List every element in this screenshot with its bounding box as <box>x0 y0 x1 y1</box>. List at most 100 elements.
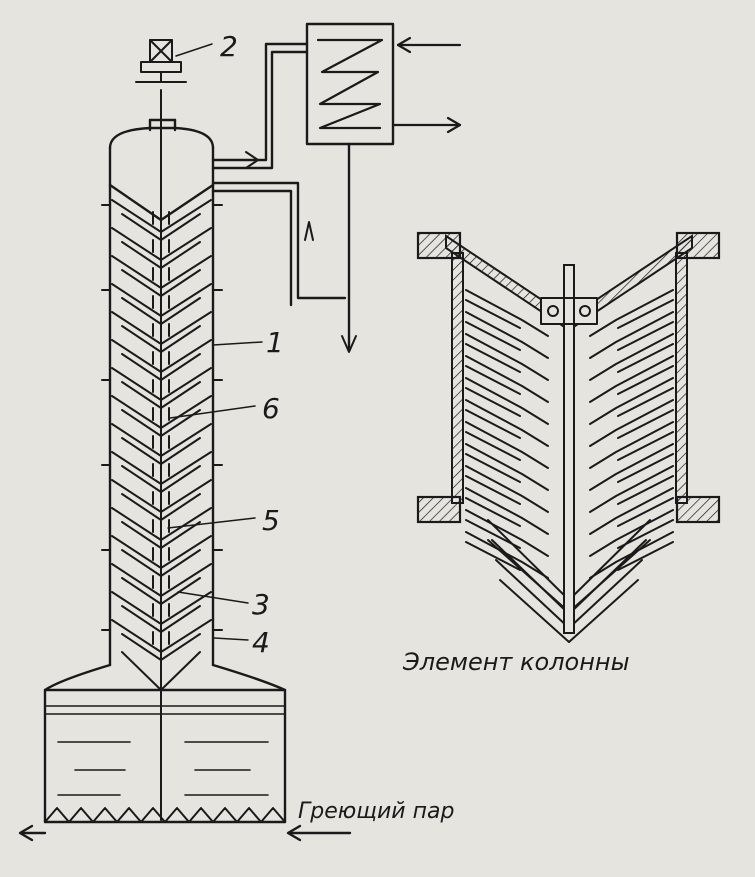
element-lower-chevron <box>499 579 570 643</box>
chevron-plate-inner <box>121 437 162 465</box>
boiler-vessel <box>43 663 287 824</box>
element-plate-left <box>465 311 549 359</box>
element-plate-right <box>589 289 674 337</box>
chevron-plate-inner <box>160 269 201 297</box>
element-plate-right <box>589 531 674 579</box>
element-plate-right-inner <box>617 541 674 571</box>
chevron-plate-inner <box>160 325 201 353</box>
element-plates <box>465 289 674 643</box>
chevron-plate-inner <box>160 465 201 493</box>
chevron-plate-inner <box>121 605 162 633</box>
label-4: 4 <box>252 626 270 659</box>
element-plate-right <box>589 333 674 381</box>
element-plate-right-inner <box>617 343 674 373</box>
element-plate-left-inner <box>465 453 521 483</box>
chevron-plate-inner <box>160 577 201 605</box>
heating-coil <box>44 807 286 823</box>
label-5: 5 <box>262 504 280 537</box>
reflux-pipe <box>211 142 357 353</box>
element-plate-left-inner <box>465 475 521 505</box>
element-plate-right-inner <box>617 299 674 329</box>
element-lower-chevron <box>568 579 639 643</box>
element-plate-left-inner <box>465 387 521 417</box>
element-plate-right <box>589 355 674 403</box>
element-plate-left-inner <box>465 497 521 527</box>
chevron-plate-inner <box>121 549 162 577</box>
chevron-plate-inner <box>121 409 162 437</box>
vapor-pipe <box>211 42 309 170</box>
chevron-plate-inner <box>160 241 201 269</box>
chevron-plate-inner <box>121 465 162 493</box>
chevron-plate-inner <box>121 521 162 549</box>
element-plate-right-inner <box>617 409 674 439</box>
element-plate-left <box>465 421 549 469</box>
element-shaft <box>563 264 575 634</box>
column-flanges <box>101 204 223 631</box>
element-lower-chevron <box>568 559 643 629</box>
callout-leaders <box>167 43 263 641</box>
chevron-plate-inner <box>160 633 201 661</box>
element-plate-left <box>465 487 549 535</box>
label-1: 1 <box>266 326 284 359</box>
element-plate-left-inner <box>465 541 521 571</box>
element-plate-right-inner <box>617 321 674 351</box>
element-plate-right-inner <box>617 453 674 483</box>
element-lower-chevron <box>487 519 570 601</box>
chevron-plate-inner <box>160 521 201 549</box>
element-plate-left-inner <box>465 409 521 439</box>
element-plate-left <box>465 531 549 579</box>
element-plate-right-inner <box>617 365 674 395</box>
chevron-plate-inner <box>121 269 162 297</box>
element-plate-left-inner <box>465 365 521 395</box>
chevron-plate-inner <box>160 493 201 521</box>
element-plate-left <box>465 509 549 557</box>
element-plate-right <box>589 311 674 359</box>
chevron-plate-inner <box>121 325 162 353</box>
element-plate-left <box>465 355 549 403</box>
condenser <box>305 22 395 146</box>
coolant-arrows <box>391 36 462 134</box>
chevron-plate-inner <box>121 353 162 381</box>
chevron-plate-inner <box>121 297 162 325</box>
element-plate-left <box>465 377 549 425</box>
chevron-plate-inner <box>160 213 201 241</box>
element-plate-left <box>465 289 549 337</box>
element-plate-left-inner <box>465 321 521 351</box>
chevron-plate-inner <box>121 633 162 661</box>
chevron-plate-inner <box>160 297 201 325</box>
element-plate-right-inner <box>617 431 674 461</box>
element-plate-right-inner <box>617 387 674 417</box>
chevron-plate-inner <box>160 549 201 577</box>
label-2: 2 <box>220 30 238 63</box>
caption-heating-steam: Греющий пар <box>298 799 454 824</box>
boiler-liquid <box>44 705 286 796</box>
chevron-plate-inner <box>121 241 162 269</box>
element-flanges <box>416 231 721 524</box>
element-plate-right-inner <box>617 497 674 527</box>
element-plate-left <box>465 465 549 513</box>
chevron-plate-inner <box>160 437 201 465</box>
element-plate-left-inner <box>465 431 521 461</box>
element-plate-left <box>465 333 549 381</box>
element-plate-right-inner <box>617 475 674 505</box>
caption-column-element: Элемент колонны <box>402 648 630 676</box>
element-plate-right <box>589 465 674 513</box>
element-lower-chevron <box>495 559 570 629</box>
label-6: 6 <box>262 392 280 425</box>
element-bearing <box>540 297 598 325</box>
element-plate-left <box>465 443 549 491</box>
chevron-plate-inner <box>121 381 162 409</box>
element-plate-right <box>589 487 674 535</box>
top-valve <box>135 39 187 83</box>
element-plate-right <box>589 509 674 557</box>
chevron-plate-inner <box>160 381 201 409</box>
element-plate-right <box>589 443 674 491</box>
element-plate-right <box>589 399 674 447</box>
chevron-plate-inner <box>121 577 162 605</box>
element-plate-left-inner <box>465 343 521 373</box>
chevron-plate-inner <box>121 213 162 241</box>
element-plate-right <box>589 377 674 425</box>
label-3: 3 <box>252 588 270 621</box>
steam-inlet-arrow <box>18 824 352 842</box>
